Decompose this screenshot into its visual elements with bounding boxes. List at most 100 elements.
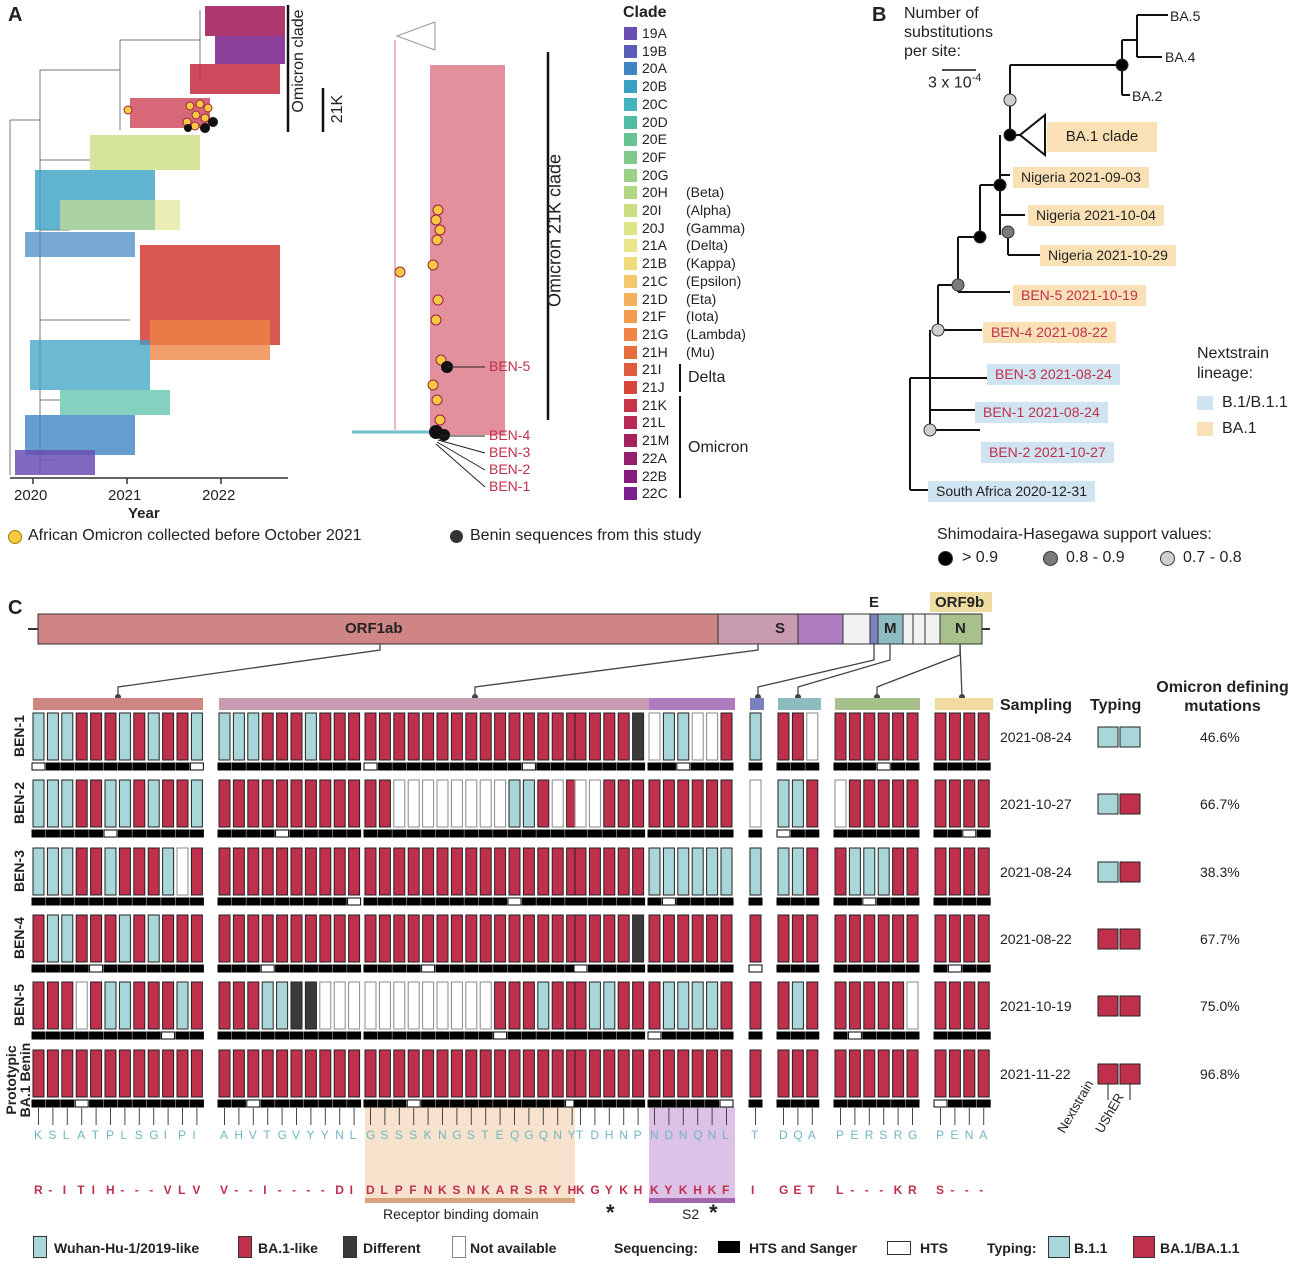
mutation-cell [364, 914, 377, 963]
header-sampling: Sampling [1000, 697, 1073, 714]
ben-label-1: BEN-1 [489, 478, 531, 494]
sequencing-cell [60, 964, 75, 973]
legend-ba11: BA.1/BA.1.1 [1160, 1240, 1240, 1256]
sequencing-cell [833, 1031, 848, 1040]
sequencing-cell [103, 1031, 118, 1040]
sequencing-cell [776, 964, 791, 973]
clade-name: (Beta) [686, 184, 725, 201]
sequencing-cell [260, 1031, 275, 1040]
sequencing-cell [776, 1099, 791, 1108]
sequencing-cell [565, 897, 580, 906]
mutation-cell [118, 847, 131, 896]
ref-residue: V [248, 1128, 257, 1142]
alt-residue: I [91, 1183, 95, 1197]
mutation-cell [934, 981, 947, 1030]
mutation-cell [232, 1049, 245, 1098]
alt-residue: K [678, 1183, 688, 1197]
mutation-cell [218, 847, 231, 896]
clade-swatch [624, 451, 637, 465]
ref-residue: D [590, 1128, 600, 1142]
mutation-cell [176, 847, 189, 896]
mutation-cell [147, 981, 160, 1030]
alt-residue: K [619, 1183, 628, 1197]
ref-residue: T [751, 1128, 759, 1142]
sequencing-cell [748, 1031, 763, 1040]
mutation-cell [588, 981, 601, 1030]
sequencing-cell [347, 762, 362, 771]
mutation-cell [465, 981, 478, 1030]
mutation-cell [104, 1049, 117, 1098]
mutation-cell [364, 712, 377, 761]
sample-percent: 67.7% [1200, 931, 1240, 947]
alt-residue: K [438, 1183, 447, 1197]
sequencing-cell [74, 897, 89, 906]
sequencing-cell [493, 897, 508, 906]
ben-label-4: BEN-4 [489, 427, 531, 443]
ba1-clade-box: BA.1 clade [1047, 122, 1157, 152]
sequencing-cell [421, 1099, 436, 1108]
mutation-cell [720, 712, 733, 761]
sequencing-cell [363, 1031, 378, 1040]
sequencing-cell [493, 1031, 508, 1040]
sequencing-cell [421, 829, 436, 838]
sequencing-cell [631, 829, 646, 838]
tree-tip-label: BEN-5 2021-10-19 [1013, 285, 1146, 306]
ref-residue: P [106, 1128, 115, 1142]
sequencing-cell [933, 762, 948, 771]
mutation-cell [364, 779, 377, 828]
mutation-cell [304, 847, 317, 896]
mutation-cell [603, 1049, 616, 1098]
clade-swatch [624, 487, 637, 501]
sequencing-cell [175, 1031, 190, 1040]
mutation-cell [749, 1049, 762, 1098]
sequencing-cell [449, 1099, 464, 1108]
mutation-cell [566, 914, 579, 963]
clade-swatch [624, 150, 637, 164]
sequencing-cell [132, 829, 147, 838]
sequencing-cell [690, 762, 705, 771]
sh-label-mid: 0.8 - 0.9 [1066, 549, 1125, 566]
sequencing-cell [631, 897, 646, 906]
mutation-cell [364, 1049, 377, 1098]
mutation-cell [691, 779, 704, 828]
legend-na: Not available [470, 1240, 557, 1256]
mutation-cell [574, 981, 587, 1030]
sequencing-cell [31, 762, 46, 771]
sequencing-cell [421, 762, 436, 771]
mutation-cell [777, 779, 790, 828]
mutation-cell [479, 981, 492, 1030]
scale-base: 3 x 10 [928, 74, 972, 92]
sequencing-cell [521, 1031, 536, 1040]
mutation-cell [176, 981, 189, 1030]
mutation-cell [465, 712, 478, 761]
sequencing-cell [377, 964, 392, 973]
clade-code: 20H [642, 184, 668, 201]
mutation-cell [806, 914, 819, 963]
sequencing-cell [260, 762, 275, 771]
sequencing-cell [347, 897, 362, 906]
sequencing-cell [661, 1031, 676, 1040]
clade-swatch [624, 398, 637, 412]
sequencing-cell [363, 1099, 378, 1108]
clade-swatch [624, 345, 637, 359]
sequencing-cell [303, 1031, 318, 1040]
mutation-cell [632, 847, 645, 896]
mutation-cell [677, 914, 690, 963]
mutation-cell [863, 914, 876, 963]
sequencing-cell [89, 1031, 104, 1040]
omicron-21k-label: Omicron 21K clade [544, 153, 565, 308]
mutation-cell [319, 712, 332, 761]
sequencing-cell [275, 897, 290, 906]
mutation-cell [479, 914, 492, 963]
alt-residue: K [576, 1183, 585, 1197]
sh-dot-mid [1043, 551, 1058, 566]
sample-percent: 38.3% [1200, 864, 1240, 880]
clade-code: 22B [642, 467, 667, 484]
clade-swatch [624, 381, 637, 394]
leaf-ba5: BA.5 [1170, 8, 1201, 24]
mutation-cell [648, 914, 661, 963]
ref-residue: S [879, 1128, 888, 1142]
tree-tip-label: BEN-1 2021-08-24 [975, 402, 1108, 423]
sequencing-cell [89, 897, 104, 906]
sequencing-cell [146, 897, 161, 906]
